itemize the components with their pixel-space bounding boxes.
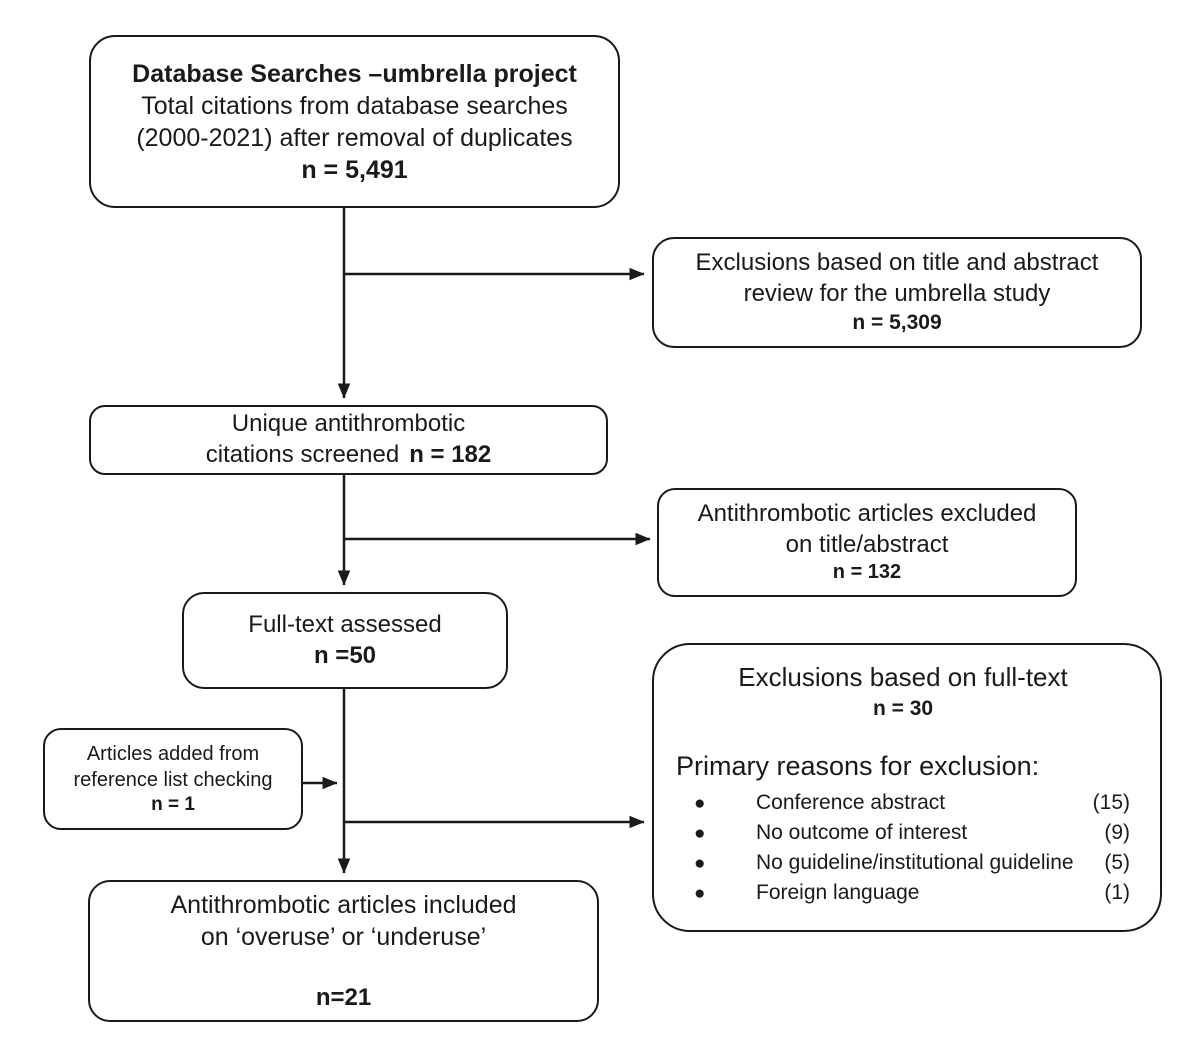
bullet-icon: ● bbox=[694, 822, 706, 844]
exclusions-title-abstract-line1: Exclusions based on title and abstract bbox=[695, 249, 1099, 277]
excluded-title-abstract-line1: Antithrombotic articles excluded bbox=[697, 499, 1037, 527]
exclusion-reason-count: (5) bbox=[1104, 850, 1130, 874]
exclusion-reason-label: Conference abstract bbox=[756, 790, 946, 814]
unique-citations-line2: citations screened bbox=[205, 441, 400, 468]
included-articles-line1: Antithrombotic articles included bbox=[170, 890, 517, 919]
bullet-icon: ● bbox=[694, 852, 706, 874]
exclusion-reason-row: ● Foreign language (1) bbox=[676, 878, 1130, 908]
included-articles-line2: on ‘overuse’ or ‘underuse’ bbox=[200, 922, 487, 951]
exclusions-title-abstract-count: n = 5,309 bbox=[852, 310, 942, 334]
reference-list-line2: reference list checking bbox=[73, 768, 273, 791]
full-text-exclusions-count: n = 30 bbox=[872, 697, 934, 721]
excluded-title-abstract-box: Antithrombotic articles excluded on titl… bbox=[657, 488, 1077, 597]
exclusion-reason-count: (1) bbox=[1104, 880, 1130, 904]
exclusion-reason-count: (15) bbox=[1092, 790, 1130, 814]
exclusion-reasons-heading: Primary reasons for exclusion: bbox=[676, 751, 1040, 782]
excluded-title-abstract-count: n = 132 bbox=[832, 561, 902, 584]
full-text-assessed-count: n =50 bbox=[313, 641, 377, 669]
full-text-exclusions-title: Exclusions based on full-text bbox=[738, 662, 1068, 692]
unique-citations-count: n = 182 bbox=[409, 441, 492, 468]
exclusions-title-abstract-box: Exclusions based on title and abstract r… bbox=[652, 237, 1142, 348]
exclusion-reasons-list: ● Conference abstract (15) ● No outcome … bbox=[676, 788, 1130, 908]
database-searches-title: Database Searches –umbrella project bbox=[132, 59, 577, 88]
exclusion-reason-row: ● No guideline/institutional guideline (… bbox=[676, 848, 1130, 878]
full-text-assessed-line1: Full-text assessed bbox=[248, 610, 442, 638]
exclusion-reason-label: Foreign language bbox=[756, 880, 920, 904]
unique-citations-line2-row: citations screened n = 182 bbox=[206, 440, 492, 471]
exclusions-title-abstract-line2: review for the umbrella study bbox=[743, 280, 1051, 308]
database-searches-count: n = 5,491 bbox=[301, 155, 408, 184]
exclusion-reason-count: (9) bbox=[1104, 820, 1130, 844]
exclusion-reason-label: No guideline/institutional guideline bbox=[756, 850, 1074, 874]
reference-list-count: n = 1 bbox=[151, 793, 195, 815]
reference-list-line1: Articles added from bbox=[86, 742, 260, 765]
database-searches-line2: (2000-2021) after removal of duplicates bbox=[136, 123, 573, 152]
unique-citations-box: Unique antithrombotic citations screened… bbox=[89, 405, 608, 475]
full-text-exclusions-box: Exclusions based on full-text n = 30 Pri… bbox=[652, 643, 1162, 932]
reference-list-box: Articles added from reference list check… bbox=[43, 728, 303, 830]
exclusion-reason-row: ● No outcome of interest (9) bbox=[676, 818, 1130, 848]
exclusion-reason-row: ● Conference abstract (15) bbox=[676, 788, 1130, 818]
unique-citations-line1: Unique antithrombotic bbox=[231, 410, 466, 438]
excluded-title-abstract-line2: on title/abstract bbox=[785, 530, 949, 558]
included-articles-box: Antithrombotic articles included on ‘ove… bbox=[88, 880, 599, 1022]
exclusion-reason-label: No outcome of interest bbox=[756, 820, 968, 844]
bullet-icon: ● bbox=[694, 792, 706, 814]
bullet-icon: ● bbox=[694, 882, 706, 904]
database-searches-line1: Total citations from database searches bbox=[141, 91, 568, 120]
included-articles-count: n=21 bbox=[315, 983, 372, 1011]
full-text-assessed-box: Full-text assessed n =50 bbox=[182, 592, 508, 689]
database-searches-box: Database Searches –umbrella project Tota… bbox=[89, 35, 620, 208]
